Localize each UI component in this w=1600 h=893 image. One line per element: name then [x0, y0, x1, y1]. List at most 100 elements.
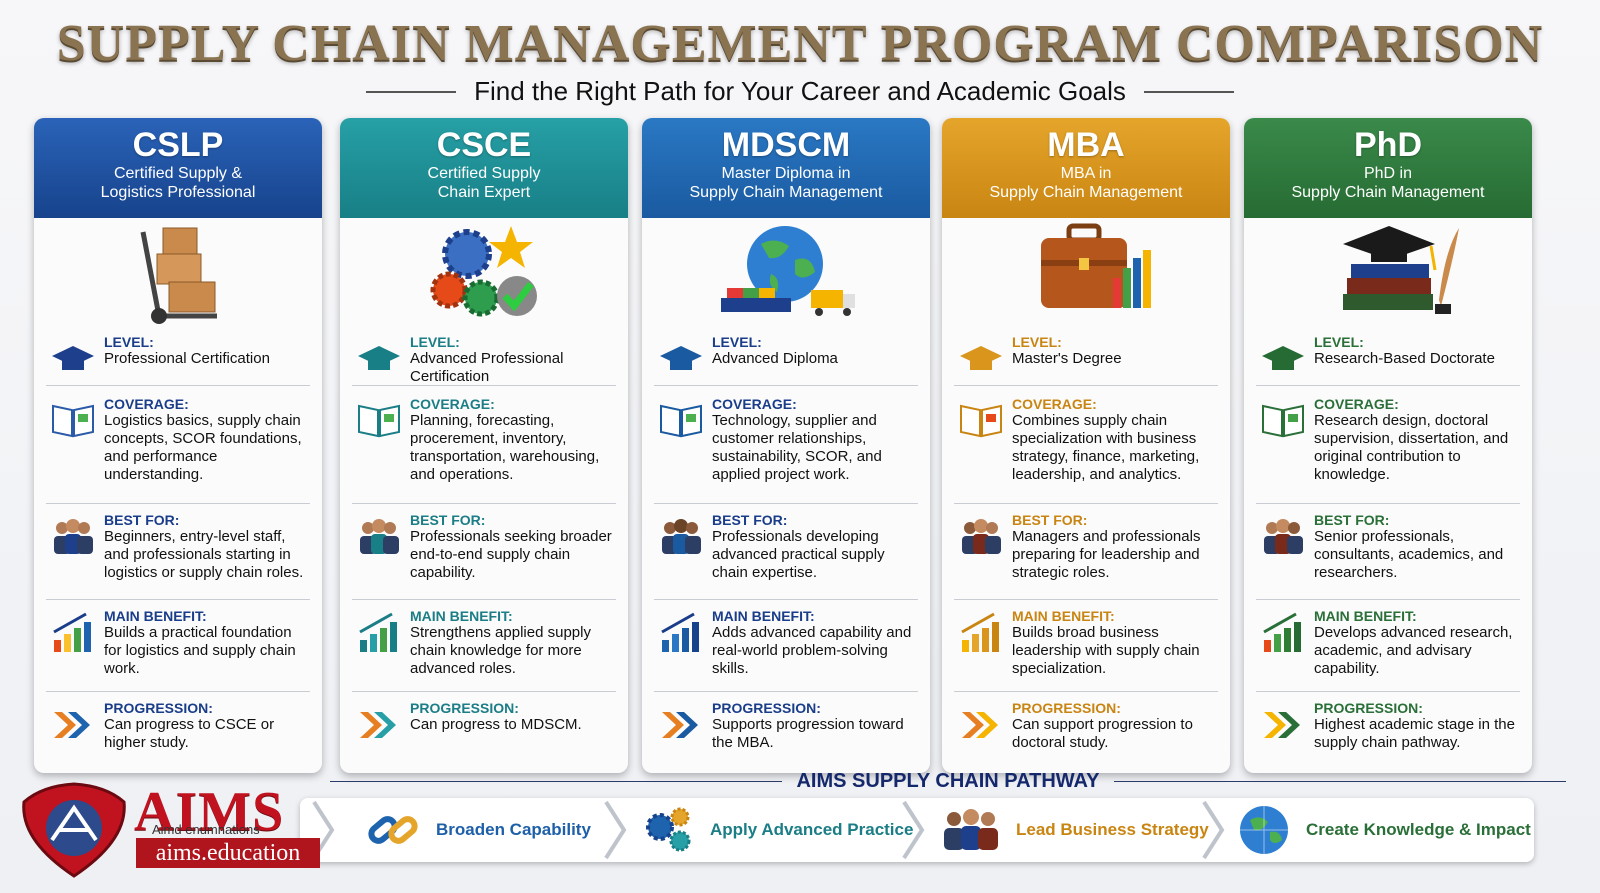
main-benefit-label: MAIN BENEFIT:	[1012, 608, 1115, 624]
level-section: LEVEL: Advanced Professional Certificati…	[352, 326, 616, 386]
pathway-heading: AIMS SUPPLY CHAIN PATHWAY	[796, 769, 1100, 792]
program-name-line1: Certified Supply	[427, 165, 541, 182]
progression-value: Supports progression toward the MBA.	[712, 716, 904, 751]
best-for-label: BEST FOR:	[410, 512, 486, 528]
main-benefit-section: MAIN BENEFIT: Builds a practical foundat…	[46, 600, 310, 692]
best-for-label: BEST FOR:	[1012, 512, 1088, 528]
globe-ship-truck-icon	[642, 218, 930, 326]
program-abbr: PhD	[1354, 126, 1422, 164]
gears-icon	[646, 807, 691, 852]
aims-logo: AIMS Aimd enumnations aims.education	[16, 780, 320, 880]
best-for-section: BEST FOR: Professionals seeking broader …	[352, 504, 616, 600]
gears-star-check-icon	[340, 218, 628, 326]
aims-shield-emblem	[22, 782, 126, 878]
open-book-icon	[960, 404, 1002, 438]
globe-icon	[1240, 806, 1288, 854]
open-book-icon	[358, 404, 400, 438]
main-benefit-value: Builds a practical foundation for logist…	[104, 624, 296, 677]
coverage-label: COVERAGE:	[712, 396, 797, 412]
main-benefit-label: MAIN BENEFIT:	[712, 608, 815, 624]
forward-chevrons-icon	[54, 712, 90, 738]
main-benefit-label: MAIN BENEFIT:	[1314, 608, 1417, 624]
progression-label: PROGRESSION:	[1012, 700, 1121, 716]
card-header: MDSCM Master Diploma in Supply Chain Man…	[642, 118, 930, 218]
program-abbr: MBA	[1047, 126, 1125, 164]
graduation-cap-icon	[660, 346, 702, 370]
main-benefit-section: MAIN BENEFIT: Adds advanced capability a…	[654, 600, 918, 692]
level-label: LEVEL:	[104, 334, 154, 350]
forward-chevrons-icon	[662, 712, 698, 738]
best-for-section: BEST FOR: Professionals developing advan…	[654, 504, 918, 600]
program-name-line2: Chain Expert	[437, 184, 531, 201]
people-group-icon	[360, 519, 399, 554]
card-header: PhD PhD in Supply Chain Management	[1244, 118, 1532, 218]
graduation-cap-icon	[358, 346, 400, 370]
people-group-icon	[944, 809, 998, 850]
program-cards: CSLP Certified Supply & Logistics Profes…	[34, 118, 1566, 773]
coverage-section: COVERAGE: Combines supply chain speciali…	[954, 386, 1218, 504]
page-subtitle: Find the Right Path for Your Career and …	[474, 76, 1126, 106]
forward-chevrons-icon	[1264, 712, 1300, 738]
coverage-value: Planning, forecasting, procerement, inve…	[410, 412, 600, 483]
main-benefit-section: MAIN BENEFIT: Builds broad business lead…	[954, 600, 1218, 692]
open-book-icon	[1262, 404, 1304, 438]
program-name-line2: Supply Chain Management	[689, 184, 883, 201]
program-name-line2: Supply Chain Management	[989, 184, 1183, 201]
main-benefit-section: MAIN BENEFIT: Develops advanced research…	[1256, 600, 1520, 692]
people-group-icon	[1264, 519, 1303, 554]
progression-value: Can progress to MDSCM.	[410, 716, 582, 733]
coverage-label: COVERAGE:	[1314, 396, 1399, 412]
coverage-section: COVERAGE: Logistics basics, supply chain…	[46, 386, 310, 504]
graduation-cap-books-quill-icon	[1244, 218, 1532, 326]
program-name-line1: Master Diploma in	[721, 165, 851, 182]
level-value: Master's Degree	[1012, 350, 1122, 367]
best-for-value: Professionals seeking broader end-to-end…	[410, 528, 612, 581]
pathway-heading-row: AIMS SUPPLY CHAIN PATHWAY	[330, 768, 1566, 794]
pathway-step-lead-business-strategy: Lead Business Strategy	[940, 798, 1209, 862]
best-for-section: BEST FOR: Beginners, entry-level staff, …	[46, 504, 310, 600]
logo-url: aims.education	[136, 838, 320, 868]
program-name-line1: Certified Supply &	[113, 165, 243, 182]
coverage-label: COVERAGE:	[104, 396, 189, 412]
program-abbr: CSCE	[436, 126, 532, 164]
progression-label: PROGRESSION:	[410, 700, 519, 716]
divider	[1113, 780, 1566, 782]
briefcase-chart-icon	[942, 218, 1230, 326]
program-card-mdscm: MDSCM Master Diploma in Supply Chain Man…	[642, 118, 930, 773]
step-label: Broaden Capability	[436, 820, 591, 839]
chevron-right-icon	[312, 800, 335, 860]
main-benefit-label: MAIN BENEFIT:	[410, 608, 513, 624]
open-book-icon	[660, 404, 702, 438]
growth-chart-icon	[1263, 612, 1301, 652]
best-for-value: Beginners, entry-level staff, and profes…	[104, 528, 304, 581]
hand-truck-boxes-icon	[34, 218, 322, 326]
best-for-section: BEST FOR: Senior professionals, consulta…	[1256, 504, 1520, 600]
progression-section: PROGRESSION: Highest academic stage in t…	[1256, 692, 1520, 766]
best-for-value: Managers and professionals preparing for…	[1012, 528, 1201, 581]
level-label: LEVEL:	[410, 334, 460, 350]
level-section: LEVEL: Advanced Diploma	[654, 326, 918, 386]
graduation-cap-icon	[52, 346, 94, 370]
step-label: Create Knowledge & Impact	[1306, 820, 1531, 839]
main-benefit-label: MAIN BENEFIT:	[104, 608, 207, 624]
best-for-label: BEST FOR:	[104, 512, 180, 528]
logo-name: AIMS	[134, 781, 285, 843]
step-label: Apply Advanced Practice	[710, 820, 914, 839]
coverage-section: COVERAGE: Research design, doctoral supe…	[1256, 386, 1520, 504]
best-for-value: Professionals developing advanced practi…	[712, 528, 885, 581]
level-label: LEVEL:	[1314, 334, 1364, 350]
pathway-step-broaden-capability: Broaden Capability	[366, 798, 591, 862]
chain-link-icon	[368, 816, 418, 844]
graduation-cap-icon	[960, 346, 1002, 370]
coverage-value: Combines supply chain specialization wit…	[1012, 412, 1200, 483]
card-header: CSLP Certified Supply & Logistics Profes…	[34, 118, 322, 218]
level-section: LEVEL: Master's Degree	[954, 326, 1218, 386]
level-value: Research-Based Doctorate	[1314, 350, 1495, 367]
pathway-step-apply-advanced-practice: Apply Advanced Practice	[640, 798, 913, 862]
forward-chevrons-icon	[360, 712, 396, 738]
coverage-section: COVERAGE: Planning, forecasting, procere…	[352, 386, 616, 504]
program-name-line2: Logistics Professional	[100, 184, 256, 201]
progression-section: PROGRESSION: Can progress to MDSCM.	[352, 692, 616, 766]
program-card-csce: CSCE Certified Supply Chain Expert LEVEL…	[340, 118, 628, 773]
progression-section: PROGRESSION: Can progress to CSCE or hig…	[46, 692, 310, 766]
